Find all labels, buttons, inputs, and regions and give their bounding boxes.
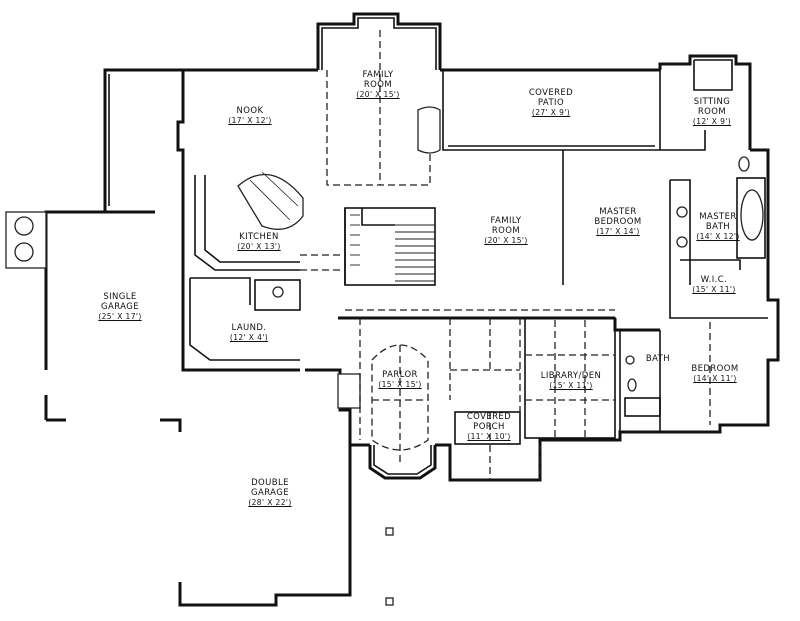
room-name: PARLOR bbox=[382, 370, 418, 380]
room-name: FAMILY ROOM bbox=[490, 216, 522, 236]
fixtures bbox=[5, 106, 764, 606]
room-name: MASTER BATH bbox=[699, 212, 737, 232]
room-dimensions: (20' X 15') bbox=[484, 236, 528, 245]
room-name: W.I.C. bbox=[700, 275, 728, 285]
room-name: KITCHEN bbox=[239, 232, 279, 242]
room-label-single-garage: SINGLE GARAGE (25' X 17') bbox=[88, 292, 152, 322]
room-dimensions: (14' X 12') bbox=[696, 232, 740, 241]
room-name: BATH bbox=[645, 354, 671, 364]
room-label-parlor: PARLOR (15' X 15') bbox=[372, 370, 428, 390]
room-name: COVERED PATIO bbox=[528, 88, 574, 108]
ceiling-lines bbox=[300, 30, 711, 480]
room-dimensions: (20' X 15') bbox=[356, 90, 400, 99]
room-label-master-bedroom: MASTER BEDROOM (17' X 14') bbox=[580, 207, 656, 237]
room-dimensions: (17' X 12') bbox=[228, 116, 272, 125]
room-label-family-room-upper: FAMILY ROOM (20' X 15') bbox=[346, 70, 410, 100]
room-name: SITTING ROOM bbox=[693, 97, 731, 117]
room-dimensions: (15' X 11') bbox=[549, 381, 593, 390]
room-label-laund: LAUND. (12' X 4') bbox=[222, 323, 276, 343]
room-dimensions: (12' X 4') bbox=[229, 333, 269, 342]
room-label-kitchen: KITCHEN (20' X 13') bbox=[224, 232, 294, 252]
room-dimensions: (11' X 10') bbox=[467, 432, 511, 441]
room-name: SINGLE GARAGE bbox=[101, 292, 139, 312]
room-name: BEDROOM bbox=[691, 364, 739, 374]
room-dimensions: (28' X 22') bbox=[248, 498, 292, 507]
interior-walls bbox=[189, 70, 768, 445]
room-dimensions: (14' X 11') bbox=[693, 374, 737, 383]
room-label-bedroom: BEDROOM (14' X 11') bbox=[680, 364, 750, 384]
room-label-covered-porch: COVERED PORCH (11' X 10') bbox=[454, 412, 524, 442]
room-label-nook: NOOK (17' X 12') bbox=[222, 106, 278, 126]
room-dimensions: (27' X 9') bbox=[531, 108, 571, 117]
room-dimensions: (25' X 17') bbox=[98, 312, 142, 321]
room-name: DOUBLE GARAGE bbox=[251, 478, 289, 498]
room-label-family-room: FAMILY ROOM (20' X 15') bbox=[474, 216, 538, 246]
room-dimensions: (20' X 13') bbox=[237, 242, 281, 251]
room-dimensions: (17' X 14') bbox=[596, 227, 640, 236]
stair-treads bbox=[350, 214, 435, 282]
room-label-sitting-room: SITTING ROOM (12' X 9') bbox=[682, 97, 742, 127]
room-label-library-den: LIBRARY/DEN (15' X 11') bbox=[528, 371, 614, 391]
room-label-wic: W.I.C. (15' X 11') bbox=[688, 275, 740, 295]
room-name: LAUND. bbox=[231, 323, 267, 333]
room-label-bath: BATH bbox=[640, 354, 676, 364]
room-label-double-garage: DOUBLE GARAGE (28' X 22') bbox=[236, 478, 304, 508]
room-name: FAMILY ROOM bbox=[362, 70, 394, 90]
room-dimensions: (12' X 9') bbox=[692, 117, 732, 126]
room-label-covered-patio: COVERED PATIO (27' X 9') bbox=[516, 88, 586, 118]
room-name: LIBRARY/DEN bbox=[540, 371, 602, 381]
room-name: MASTER BEDROOM bbox=[594, 207, 642, 227]
exterior-walls bbox=[44, 12, 780, 607]
room-dimensions: (15' X 15') bbox=[378, 380, 422, 389]
room-label-master-bath: MASTER BATH (14' X 12') bbox=[686, 212, 750, 242]
kitchen-island bbox=[237, 171, 304, 230]
room-name: NOOK bbox=[236, 106, 264, 116]
room-name: COVERED PORCH bbox=[466, 412, 512, 432]
room-dimensions: (15' X 11') bbox=[692, 285, 736, 294]
